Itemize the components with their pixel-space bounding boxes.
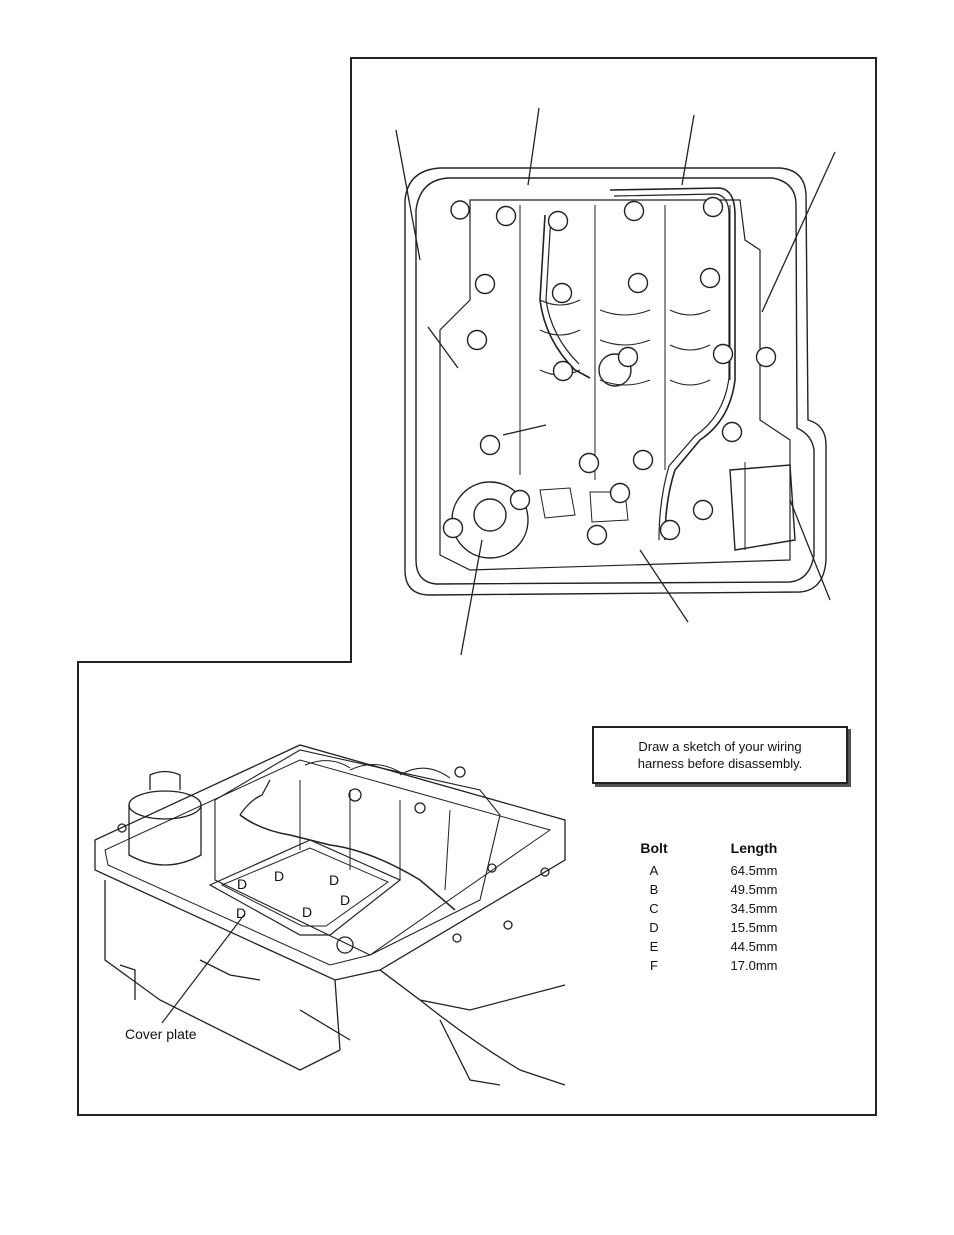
bolt-letter: D: [649, 920, 659, 935]
bolt-length: 17.0mm: [730, 958, 778, 973]
bolt-circle: [551, 282, 573, 304]
bolt-circle: [552, 360, 574, 382]
bolt-circle: [699, 267, 721, 289]
bolt-circle: [609, 482, 631, 504]
leader-lines: [395, 107, 836, 656]
bolt-circle: [712, 343, 734, 365]
note-line-2: harness before disassembly.: [637, 756, 803, 771]
bolt-circle: [442, 517, 464, 539]
bolt-length: 64.5mm: [730, 863, 778, 878]
bolt-circle: [632, 449, 654, 471]
d-marker: D: [237, 876, 247, 892]
bolt-circle: [578, 452, 600, 474]
bolt-circle: [721, 421, 743, 443]
bolt-letter: E: [649, 939, 659, 954]
table-row: D 15.5mm: [614, 918, 814, 937]
table-row: C 34.5mm: [614, 899, 814, 918]
bolt-circle: [479, 434, 501, 456]
note-line-1: Draw a sketch of your wiring: [638, 739, 802, 754]
d-marker: D: [329, 872, 339, 888]
bolt-circle: [474, 273, 496, 295]
bolt-circle: [509, 489, 531, 511]
bolt-circle: [702, 196, 724, 218]
bolt-circle: [495, 205, 517, 227]
bolt-length: 44.5mm: [730, 939, 778, 954]
header-length: Length: [730, 840, 778, 856]
bolt-circle: [692, 499, 714, 521]
bolt-length-table: Bolt Length A 64.5mm B 49.5mm C 34.5mm D…: [614, 840, 814, 975]
d-bolt-markers: D D D D D D: [236, 868, 350, 921]
diagram-frame: [77, 57, 877, 1116]
bolt-letter: B: [649, 882, 659, 897]
bolt-circle: [586, 524, 608, 546]
bolt-letter: A: [649, 863, 659, 878]
bolt-circle: [627, 272, 649, 294]
table-row: F 17.0mm: [614, 956, 814, 975]
table-row: B 49.5mm: [614, 880, 814, 899]
table-row: A 64.5mm: [614, 861, 814, 880]
bolt-letter: C: [649, 901, 659, 916]
bolt-locator-circles: [442, 196, 777, 546]
bolt-circle: [659, 519, 681, 541]
bolt-length: 34.5mm: [730, 901, 778, 916]
cover-plate-label: Cover plate: [125, 1026, 197, 1042]
transmission-isometric-view: [94, 744, 566, 1086]
wiring-sketch-note: Draw a sketch of your wiring harness bef…: [592, 726, 848, 784]
d-marker: D: [274, 868, 284, 884]
bolt-circle: [617, 346, 639, 368]
table-row: E 44.5mm: [614, 937, 814, 956]
d-marker: D: [236, 905, 246, 921]
bolt-letter: F: [650, 958, 658, 973]
d-marker: D: [340, 892, 350, 908]
table-header-row: Bolt Length: [614, 840, 814, 861]
bolt-circle: [755, 346, 777, 368]
bolt-circle: [466, 329, 488, 351]
bolt-circle: [623, 200, 645, 222]
bolt-circle: [547, 210, 569, 232]
header-bolt: Bolt: [640, 840, 668, 856]
bolt-length: 15.5mm: [730, 920, 778, 935]
d-marker: D: [302, 904, 312, 920]
valve-body-top-view: [404, 167, 827, 596]
bolt-length: 49.5mm: [730, 882, 778, 897]
